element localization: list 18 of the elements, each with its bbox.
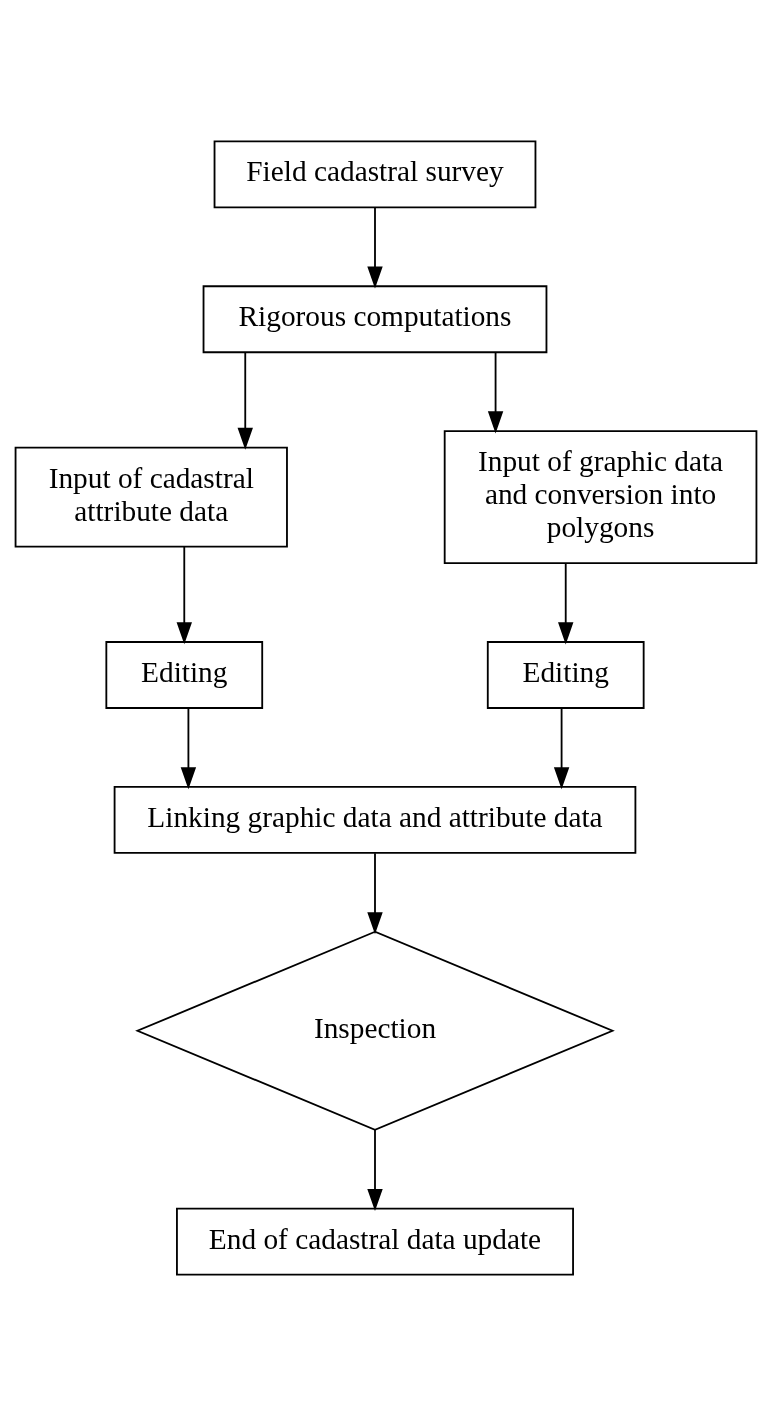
node-box: Input of graphic data and conversion into polygons [443,430,758,565]
node-box: Rigorous computations [202,285,548,354]
node-diamond: Inspection [135,930,615,1131]
node-box: End of cadastral data update [176,1207,574,1276]
node-box: Field cadastral survey [213,140,537,209]
arrow [180,707,197,790]
node-box: Linking graphic data and attribute data [113,785,637,854]
arrow [176,545,192,645]
arrow [553,707,570,790]
arrow [487,351,504,434]
node-box: Editing [105,641,264,709]
arrow [558,562,574,645]
arrow [237,351,253,450]
arrow [367,207,383,289]
node-box: Input of cadastral attribute data [14,446,288,548]
arrow [367,852,383,935]
node-box: Editing [486,641,645,709]
arrow [367,1129,383,1212]
